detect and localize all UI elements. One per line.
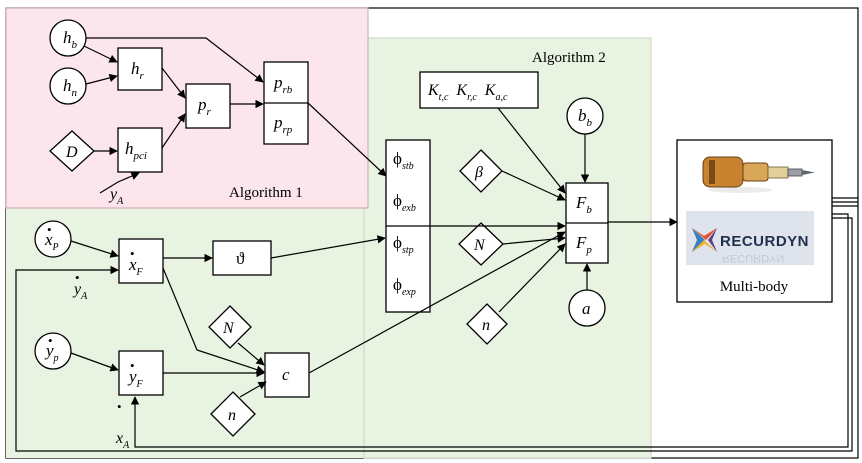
algorithm2-connections xyxy=(430,107,678,313)
node-f-b-f-p: Fb Fp xyxy=(565,182,609,264)
node-x-f-dot: • xF xyxy=(118,238,164,284)
node-y-f-dot: • yF xyxy=(118,350,164,396)
svg-text:•: • xyxy=(47,222,52,237)
svg-text:•: • xyxy=(75,270,80,285)
svg-text:prb: prb xyxy=(273,73,293,96)
node-small-n-diamond-left: n xyxy=(210,391,256,437)
multibody-label: Multi-body xyxy=(720,279,789,295)
svg-text:ϕexp: ϕexp xyxy=(393,275,416,298)
svg-text:a: a xyxy=(582,299,591,318)
node-h-r: hr xyxy=(117,47,163,91)
spindle-illustration xyxy=(702,156,815,193)
svg-text:xP: xP xyxy=(44,230,59,253)
node-h-pci: hpci xyxy=(117,127,163,173)
svg-text:prp: prp xyxy=(273,113,293,136)
svg-text:yp: yp xyxy=(44,341,59,364)
recurdyn-logo-text: RECURDYN xyxy=(720,233,809,250)
svg-text:D: D xyxy=(65,144,78,161)
svg-text:pr: pr xyxy=(197,95,212,118)
svg-text:ϕstp: ϕstp xyxy=(393,233,414,256)
node-k-coefficients: Kt,c Kr,c Ka,c xyxy=(419,71,539,109)
multibody-box: RECURDYN RECURDYN Multi-body xyxy=(676,139,833,303)
svg-text:β: β xyxy=(474,164,483,181)
node-beta-diamond: β xyxy=(459,149,503,193)
svg-text:xF: xF xyxy=(128,255,144,278)
recurdyn-logo-icon xyxy=(692,228,717,252)
svg-text:hb: hb xyxy=(63,28,78,51)
svg-text:•: • xyxy=(48,333,53,348)
node-h-n: hn xyxy=(49,67,87,105)
svg-text:n: n xyxy=(482,317,490,334)
svg-text:bb: bb xyxy=(578,106,593,129)
svg-text:yF: yF xyxy=(127,367,144,390)
svg-text:ϕstb: ϕstb xyxy=(393,149,414,172)
node-c: c xyxy=(264,352,310,398)
svg-text:Kt,c Kr,c Ka,c: Kt,c Kr,c Ka,c xyxy=(427,82,508,104)
label-y-a: yA xyxy=(108,186,124,207)
label-x-a-dot: • xA xyxy=(115,399,130,451)
feedback-lines xyxy=(15,197,858,452)
node-p-r: pr xyxy=(185,83,231,129)
svg-text:•: • xyxy=(117,399,122,414)
svg-text:xA: xA xyxy=(115,430,130,451)
svg-text:N: N xyxy=(473,237,486,254)
node-h-b: hb xyxy=(49,19,87,57)
node-d-diamond: D xyxy=(49,130,95,172)
input-connections xyxy=(70,231,566,398)
label-y-a-dot: • yA xyxy=(72,270,88,302)
node-p-rb-rp: prb prp xyxy=(263,61,309,145)
node-n-diamond-left: N xyxy=(208,305,252,349)
node-y-p-dot: • yp xyxy=(34,332,72,370)
node-a: a xyxy=(568,289,606,327)
svg-text:c: c xyxy=(282,365,290,384)
recurdyn-logo-reflection: RECURDYN xyxy=(722,252,784,264)
node-b-b: bb xyxy=(566,97,604,135)
svg-text:•: • xyxy=(130,246,135,261)
svg-text:Fp: Fp xyxy=(575,233,592,256)
svg-text:ϕexb: ϕexb xyxy=(393,191,416,214)
svg-text:Fb: Fb xyxy=(575,193,592,216)
svg-text:n: n xyxy=(228,407,236,424)
node-theta: ϑ xyxy=(212,240,272,276)
algorithm1-title: Algorithm 1 xyxy=(229,185,303,201)
node-x-p-dot: • xP xyxy=(34,220,72,258)
svg-text:yA: yA xyxy=(72,281,88,302)
svg-text:N: N xyxy=(222,320,235,337)
svg-text:ϑ: ϑ xyxy=(236,249,245,268)
algorithm1-connections xyxy=(83,37,387,194)
node-n-diamond-right: N xyxy=(458,222,504,266)
node-small-n-diamond-right: n xyxy=(466,303,508,345)
svg-text:•: • xyxy=(130,358,135,373)
node-phi-stack: ϕstb ϕexb ϕstp ϕexp xyxy=(385,139,431,313)
svg-text:hr: hr xyxy=(131,59,145,82)
svg-text:hpci: hpci xyxy=(125,139,147,162)
algorithm2-title: Algorithm 2 xyxy=(532,50,606,66)
svg-text:hn: hn xyxy=(63,76,78,99)
